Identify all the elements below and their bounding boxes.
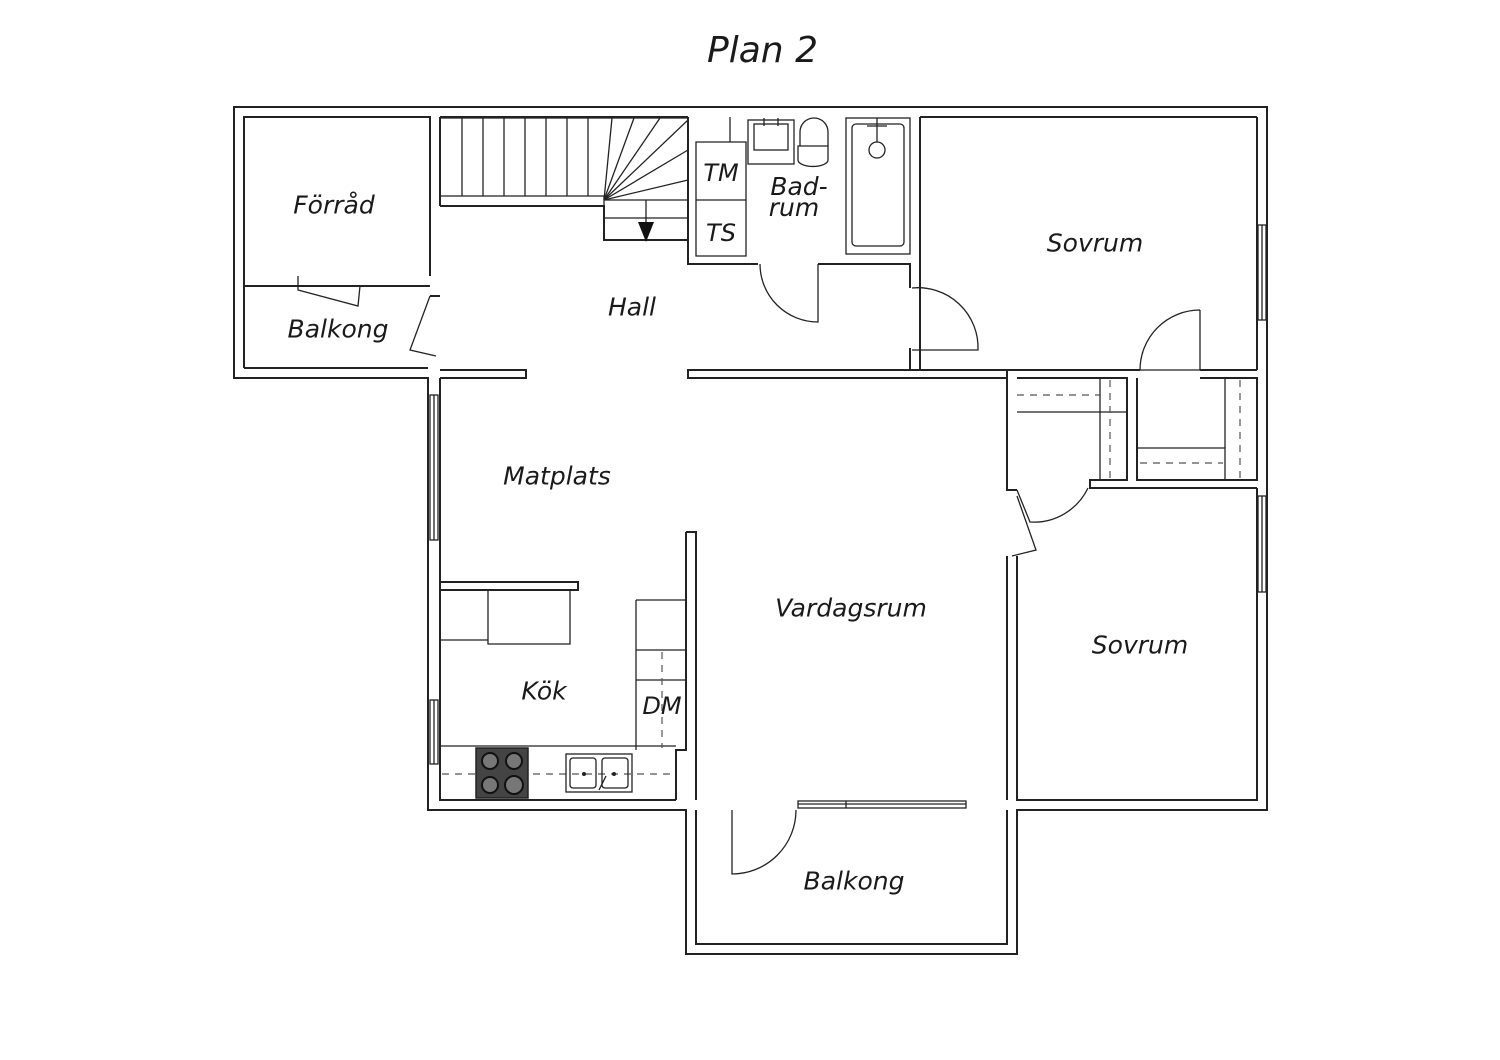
- room-label-badrum-1: Bad-: [770, 172, 828, 202]
- room-label-sovrum-top: Sovrum: [1046, 228, 1144, 258]
- sink-icon: [565, 753, 633, 793]
- room-label-sovrum-bottom: Sovrum: [1091, 630, 1189, 660]
- windows: [429, 224, 1267, 809]
- room-label-balkong-south: Balkong: [803, 866, 905, 896]
- plan-title: Plan 2: [707, 30, 818, 71]
- sink-icon: [747, 118, 795, 165]
- outer-walls: [233, 106, 1268, 955]
- doors: [409, 263, 1201, 875]
- bathtub-icon: [845, 117, 911, 255]
- room-label-badrum-2: rum: [768, 193, 820, 223]
- room-label-ts: TS: [706, 219, 736, 247]
- staircase-icon: [440, 117, 689, 242]
- room-label-kok: Kök: [521, 676, 567, 706]
- room-label-balkong-west: Balkong: [287, 314, 389, 344]
- room-label-vardagsrum: Vardagsrum: [775, 593, 927, 623]
- room-label-hall: Hall: [607, 292, 657, 322]
- room-label-forrad: Förråd: [293, 190, 375, 220]
- room-label-dm: DM: [642, 692, 682, 720]
- stove-icon: [475, 747, 529, 799]
- room-label-tm: TM: [703, 159, 739, 187]
- toilet-icon: [797, 117, 829, 168]
- room-label-matplats: Matplats: [503, 461, 611, 491]
